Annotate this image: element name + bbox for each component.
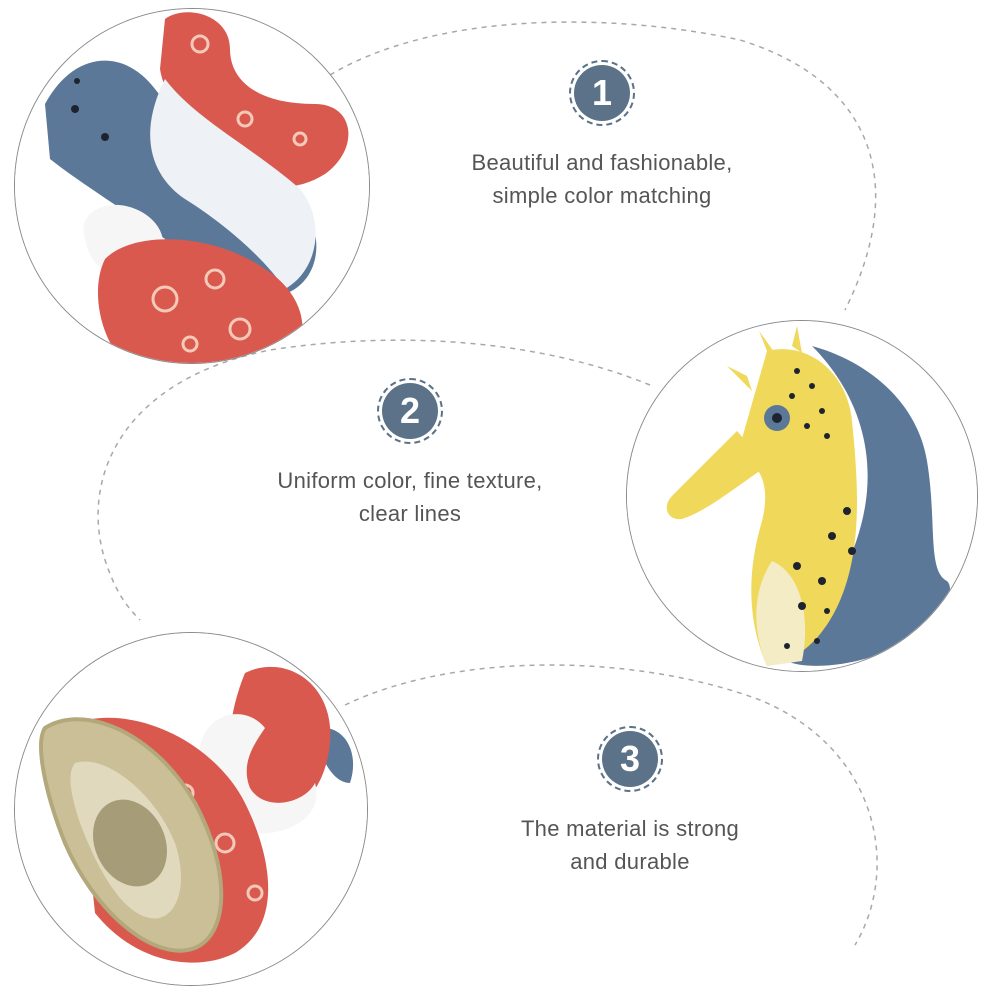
seahorse-head-closeup-photo [626,320,978,672]
number-badge-3: 3 [597,726,663,792]
dashed-arc-top [329,21,877,311]
dashed-arc-middle [97,339,651,621]
number-badge-1-label: 1 [574,65,630,121]
seahorse-tail-closeup-photo [14,8,370,364]
coral-base-closeup-photo [14,632,368,986]
feature-2-text-content: Uniform color, fine texture, clear lines [277,468,543,526]
feature-1-text: Beautiful and fashionable, simple color … [432,146,772,212]
tail-illustration [15,9,369,363]
feature-1-text-content: Beautiful and fashionable, simple color … [471,150,733,208]
feature-2-text: Uniform color, fine texture, clear lines [240,464,580,530]
feature-2: 2 Uniform color, fine texture, clear lin… [240,378,580,530]
feature-3-text: The material is strong and durable [460,812,800,878]
feature-3-text-content: The material is strong and durable [520,816,740,874]
number-badge-3-label: 3 [602,731,658,787]
number-badge-2: 2 [377,378,443,444]
number-badge-1: 1 [569,60,635,126]
dashed-arc-bottom [344,664,878,946]
feature-3: 3 The material is strong and durable [460,726,800,878]
number-badge-2-label: 2 [382,383,438,439]
base-illustration [15,633,367,985]
head-illustration [627,321,977,671]
feature-1: 1 Beautiful and fashionable, simple colo… [432,60,772,212]
